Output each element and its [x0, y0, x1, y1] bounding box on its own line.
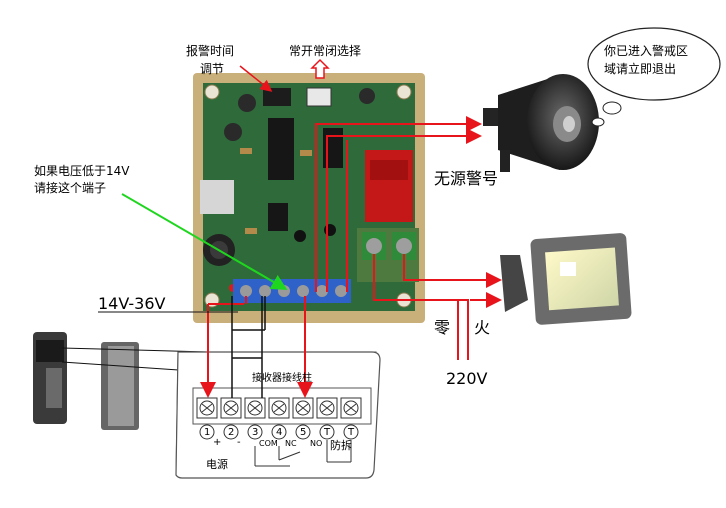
input-terminal-block [233, 279, 351, 303]
neutral-label: 零 [434, 318, 451, 337]
terminal-number-3: 3 [252, 427, 259, 438]
alarm-time-label-line2: 调节 [200, 62, 225, 76]
speech-line2: 域请立即退出 [604, 62, 677, 76]
speech-bubble [587, 27, 721, 127]
siren-icon [483, 74, 599, 172]
live-label: 火 [474, 318, 491, 337]
terminal-number-5: 5 [300, 427, 307, 438]
alarm-time-jumper[interactable] [263, 88, 291, 106]
speech-line1: 你已进入警戒区 [604, 44, 689, 58]
terminal-minus: - [237, 437, 241, 448]
terminal-title: 接收器接线柱 [252, 373, 312, 384]
terminal-number-t2: T [348, 427, 355, 438]
light-wires [373, 254, 502, 360]
terminal-nc: NC [285, 439, 297, 448]
terminal-callout [175, 351, 381, 479]
terminal-number-4: 4 [276, 427, 283, 438]
passive-siren-label: 无源警号 [434, 169, 499, 188]
receiver-board [193, 73, 425, 323]
low-voltage-label-line2: 请接这个端子 [34, 181, 107, 195]
no-nc-select-label: 常开常闭选择 [289, 44, 362, 58]
no-nc-jumper[interactable] [306, 87, 332, 107]
screw-terminal-icon [196, 397, 362, 419]
voltage-range-label: 14V-36V [98, 294, 166, 313]
mains-voltage-label: 220V [446, 369, 488, 388]
terminal-no: NO [310, 439, 323, 448]
terminal-plus: + [213, 437, 222, 448]
terminal-number-2: 2 [228, 427, 235, 438]
terminal-power: 电源 [206, 458, 228, 471]
terminal-com: COM [259, 439, 278, 448]
terminal-number-t1: T [324, 427, 331, 438]
floodlight-icon [500, 233, 632, 325]
power-wires [200, 296, 313, 398]
beam-sensor-icon [33, 332, 139, 430]
terminal-tamper: 防拆 [330, 439, 352, 452]
siren-wires [315, 116, 482, 292]
low-voltage-label-line1: 如果电压低于14V [34, 164, 130, 178]
alarm-time-label-line1: 报警时间 [186, 44, 235, 58]
terminal-number-1: 1 [204, 427, 211, 438]
